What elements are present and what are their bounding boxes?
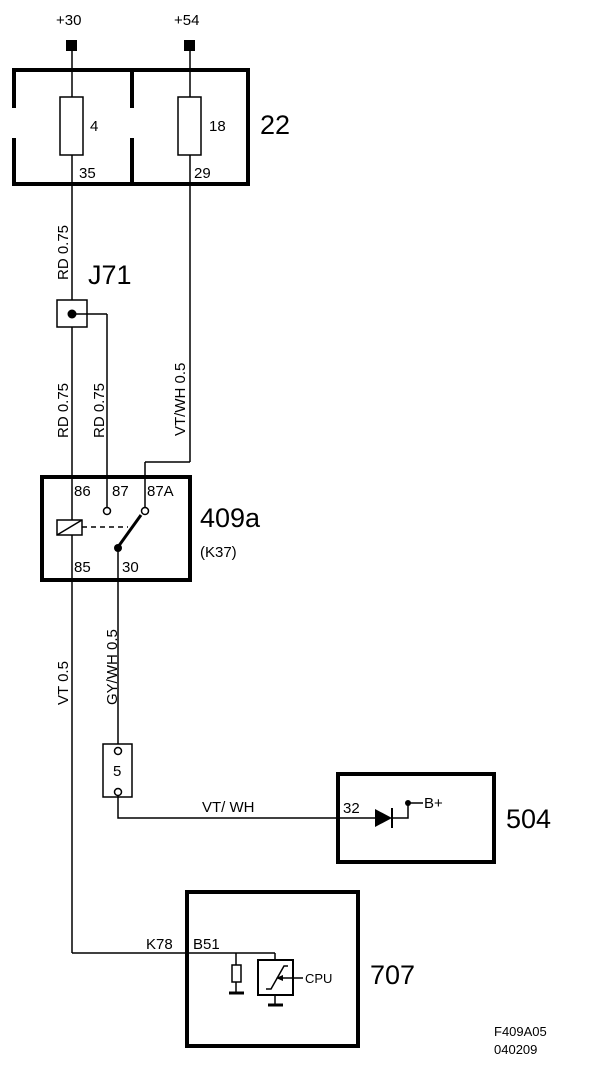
module-504-node <box>405 800 411 806</box>
fuse-18 <box>177 96 202 156</box>
terminal-plus30-node <box>66 40 77 51</box>
relay-pin-87: 87 <box>112 483 129 500</box>
fuse-4 <box>59 96 84 156</box>
module-707-pin-k78: K78 <box>146 936 173 953</box>
relay-pin-86: 86 <box>74 483 91 500</box>
arrow-icon <box>276 975 283 981</box>
fuse-right-number: 18 <box>209 118 226 135</box>
wire-label-rd-lower: RD 0.75 <box>55 383 72 438</box>
wire-label-rd-upper: RD 0.75 <box>55 225 72 280</box>
relay-id: 409a <box>200 503 261 533</box>
diagram-date: 040209 <box>494 1042 537 1057</box>
wire-label-rd-87: RD 0.75 <box>91 383 108 438</box>
relay-contact-87 <box>102 506 112 516</box>
module-504-pin: 32 <box>343 800 360 817</box>
module-504-supply: B+ <box>424 795 443 812</box>
relay-pin-30: 30 <box>122 559 139 576</box>
connector-pin-label: 5 <box>113 763 121 780</box>
module-707-id: 707 <box>370 960 415 990</box>
relay-409a <box>40 475 192 582</box>
module-504-id: 504 <box>506 804 551 834</box>
fusebox-id: 22 <box>260 110 290 140</box>
relay-pin-87a: 87A <box>147 483 174 500</box>
connector-pin-bottom <box>113 787 123 797</box>
relay-contact-87a <box>140 506 150 516</box>
terminal-plus30-label: +30 <box>56 12 81 29</box>
fuse-left-number: 4 <box>90 118 98 135</box>
fuse-left-pin: 35 <box>79 165 96 182</box>
module-707-resistor <box>231 964 242 983</box>
module-504-diode <box>375 809 392 827</box>
module-504 <box>336 772 496 864</box>
wire-label-vt: VT 0.5 <box>55 661 72 705</box>
wire-label-vtwh: VT/WH 0.5 <box>172 363 189 436</box>
relay-sub: (K37) <box>200 544 237 561</box>
relay-coil-diagonal <box>56 519 83 536</box>
fuse-right-pin: 29 <box>194 165 211 182</box>
wire-label-gywh: GY/WH 0.5 <box>104 629 121 705</box>
module-707-pin-b51: B51 <box>193 936 220 953</box>
wire-label-vtwh-504: VT/ WH <box>202 799 255 816</box>
relay-pin-85: 85 <box>74 559 91 576</box>
terminal-plus54-label: +54 <box>174 12 199 29</box>
splice-id: J71 <box>88 260 132 290</box>
terminal-plus54-node <box>184 40 195 51</box>
wire-to-504 <box>117 796 375 819</box>
connector-pin-top <box>113 746 123 756</box>
diagram-code: F409A05 <box>494 1024 547 1039</box>
relay-switch-arm <box>116 514 143 548</box>
module-707 <box>185 890 360 1048</box>
module-504-internal <box>392 802 423 819</box>
module-707-cpu-label: CPU <box>305 971 332 986</box>
